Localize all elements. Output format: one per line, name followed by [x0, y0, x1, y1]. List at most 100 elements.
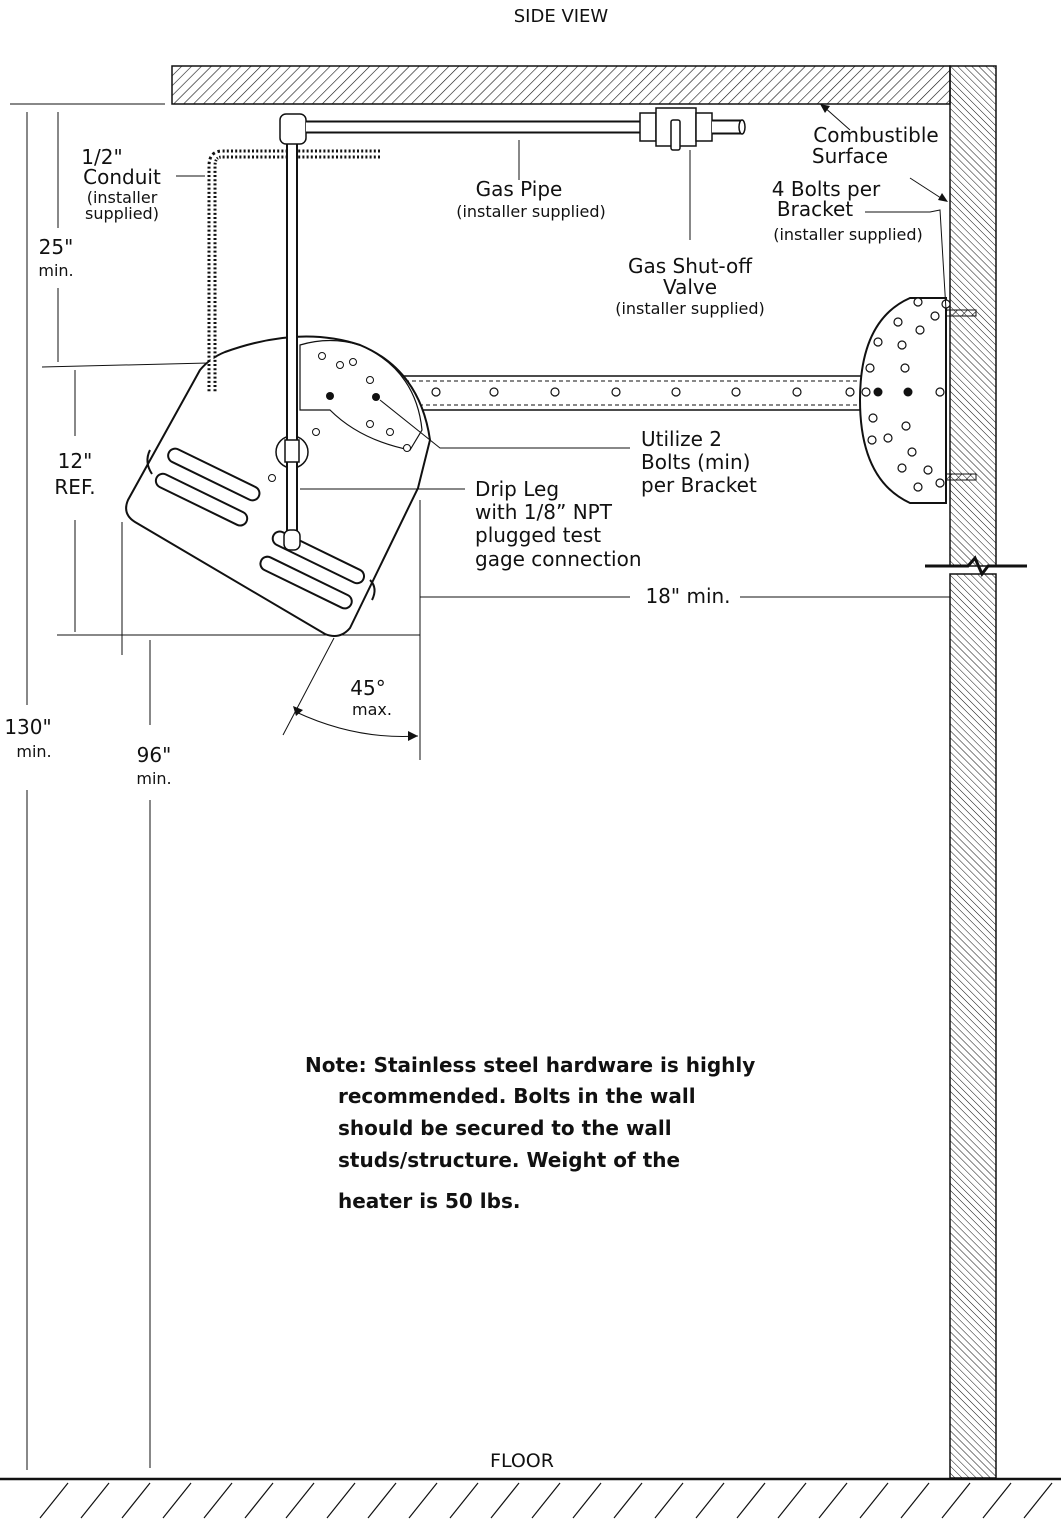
bar-hole [671, 387, 681, 397]
label-shutoff-2: Valve [663, 275, 717, 299]
bar-hole [845, 387, 855, 397]
bracket-hole [900, 363, 910, 373]
label-shutoff-1: Gas Shut-off [628, 254, 753, 278]
label-conduit-note-2: supplied) [85, 204, 159, 223]
wall-lower [949, 573, 997, 1479]
floor-hatch-stroke [695, 1482, 725, 1519]
dim-25-unit: min. [38, 261, 73, 280]
floor-hatch-stroke [941, 1482, 971, 1519]
view-title: SIDE VIEW [514, 6, 609, 27]
floor-hatch-stroke [818, 1482, 848, 1519]
label-conduit-1: 1/2" [81, 145, 122, 169]
bar-hole [611, 387, 621, 397]
bracket-hole [935, 478, 945, 488]
floor-hatch-stroke [777, 1482, 807, 1519]
bracket-hole [907, 447, 917, 457]
bar-hole [431, 387, 441, 397]
floor-hatch-stroke [654, 1482, 684, 1519]
bracket-hole [883, 433, 893, 443]
label-drip-leg-1: Drip Leg [475, 477, 559, 501]
floor-hatch-stroke [121, 1482, 151, 1519]
wall-bolt-top [945, 309, 977, 317]
bracket-hole [897, 340, 907, 350]
floor-hatch-stroke [408, 1482, 438, 1519]
wall-bracket [858, 297, 947, 504]
bracket-hole [868, 413, 878, 423]
bracket-hole [915, 325, 925, 335]
floor-hatch-stroke [613, 1482, 643, 1519]
angle-tilt-line [282, 637, 335, 736]
floor-hatch-stroke [367, 1482, 397, 1519]
floor-hatch-stroke [80, 1482, 110, 1519]
floor-hatch-stroke [900, 1482, 930, 1519]
bracket-hole [861, 387, 871, 397]
floor-hatch-stroke [572, 1482, 602, 1519]
leader-combustible [822, 105, 851, 131]
bracket-hole [867, 435, 877, 445]
floor-hatch-stroke [449, 1482, 479, 1519]
wall-bracket-holes [861, 297, 951, 492]
bracket-hole [873, 337, 883, 347]
bracket-hole [923, 465, 933, 475]
note-line-1: Note: Stainless steel hardware is highly [305, 1053, 755, 1077]
label-bolts-bracket-1: 4 Bolts per [772, 177, 881, 201]
bracket-hole [913, 482, 923, 492]
angle-arc [295, 711, 419, 737]
leader-utilize [379, 399, 630, 449]
angle-value: 45° [350, 676, 385, 700]
bracket-hole [935, 387, 945, 397]
floor-hatch-stroke [203, 1482, 233, 1519]
bracket-hole [901, 421, 911, 431]
label-conduit-2: Conduit [83, 165, 161, 189]
floor-hatch-stroke [736, 1482, 766, 1519]
bracket-bolt [903, 387, 913, 397]
gas-pipe [279, 113, 640, 551]
floor-label: FLOOR [490, 1450, 554, 1472]
bracket-hole [913, 297, 923, 307]
conduit-core [210, 152, 380, 392]
leader-combustible-2 [909, 177, 945, 201]
angle-arrow-right [408, 731, 418, 741]
label-shutoff-note: (installer supplied) [615, 299, 765, 318]
heater-assembly [125, 335, 432, 637]
floor-hatch-stroke [244, 1482, 274, 1519]
dim-96-unit: min. [136, 769, 171, 788]
bar-hole [489, 387, 499, 397]
floor-hatch-stroke [162, 1482, 192, 1519]
wall-bolt-bottom [945, 473, 977, 481]
angle-unit: max. [352, 700, 392, 719]
leader-combustible-2-arrow [938, 193, 948, 202]
bar-hole [731, 387, 741, 397]
label-drip-leg-2: with 1/8” NPT [475, 500, 613, 524]
bar-hole [550, 387, 560, 397]
bracket-bolt [873, 387, 883, 397]
label-utilize-3: per Bracket [641, 473, 757, 497]
bracket-hole [897, 463, 907, 473]
leader-combustible-arrow [820, 104, 830, 113]
floor-hatch-stroke [490, 1482, 520, 1519]
label-combustible-1: Combustible [813, 123, 938, 147]
label-combustible-2: Surface [812, 144, 888, 168]
dim-18-value: 18" min. [645, 584, 730, 608]
label-drip-leg-3: plugged test [475, 523, 601, 547]
note-line-3: should be secured to the wall [338, 1116, 672, 1140]
gas-shutoff-valve [639, 107, 746, 151]
bar-hole [792, 387, 802, 397]
label-gas-pipe: Gas Pipe [476, 177, 563, 201]
label-utilize-2: Bolts (min) [641, 450, 750, 474]
floor-hatch-stroke [531, 1482, 561, 1519]
angle-arrow-left [293, 706, 303, 716]
dim-25-value: 25" [39, 235, 74, 259]
label-utilize-1: Utilize 2 [641, 427, 722, 451]
label-conduit-note-1: (installer [87, 188, 158, 207]
label-drip-leg-4: gage connection [475, 547, 642, 571]
floor-hatch-stroke [326, 1482, 356, 1519]
bracket-hole [893, 317, 903, 327]
floor-hatch-stroke [982, 1482, 1012, 1519]
floor-hatch-stroke [859, 1482, 889, 1519]
floor-hatch-stroke [39, 1482, 69, 1519]
dim-12-value: 12" [58, 449, 93, 473]
bracket-hole [930, 311, 940, 321]
wall-break-symbol [925, 555, 1027, 577]
